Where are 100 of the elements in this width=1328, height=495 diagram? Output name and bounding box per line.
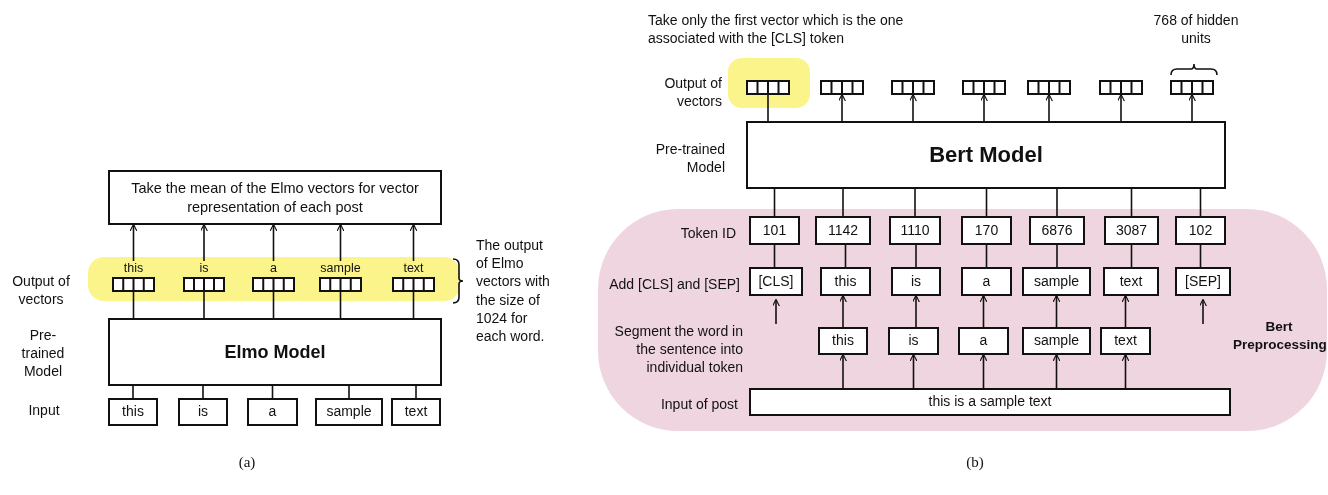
word-label: is <box>198 261 210 277</box>
token-box: this is a sample text <box>749 388 1231 416</box>
word-label: this <box>122 261 145 277</box>
token-box: [CLS] <box>749 267 803 296</box>
connector-line <box>132 385 134 399</box>
arrow <box>838 294 848 328</box>
connector-line <box>202 385 204 399</box>
token-id-box: 6876 <box>1029 216 1085 245</box>
annotation-text: Add [CLS] and [SEP] <box>608 275 740 294</box>
annotation-text: Input of post <box>659 395 738 414</box>
token-id-box: 1110 <box>889 216 941 245</box>
word-label: text <box>402 261 425 277</box>
token-box: a <box>958 327 1009 355</box>
connector-line <box>1130 188 1133 217</box>
connector-line <box>339 291 342 319</box>
annotation-text: The output of Elmo vectors with the size of 1024 for each word. <box>476 236 550 346</box>
token-box: is <box>891 267 941 296</box>
connector-line <box>1130 244 1133 268</box>
connector-line <box>271 385 274 399</box>
arrow <box>336 223 345 262</box>
token-id-box: 101 <box>749 216 800 245</box>
vector-icon <box>1170 80 1214 95</box>
arrow <box>908 93 918 122</box>
connector-line <box>132 291 135 319</box>
arrow <box>1044 93 1054 122</box>
connector-line <box>203 291 205 319</box>
region-title: Bert Preprocessing <box>1233 318 1325 355</box>
arrow <box>129 223 138 262</box>
arrow <box>409 223 418 262</box>
token-box: text <box>391 398 441 426</box>
vector-icon <box>891 80 935 95</box>
vector-icon <box>820 80 864 95</box>
connector-line <box>1056 188 1058 217</box>
connector-line <box>773 188 776 217</box>
arrow <box>1187 93 1197 122</box>
annotation-text: Segment the word in the sentence into individual token <box>613 322 743 377</box>
annotation-text: Token ID <box>679 224 736 243</box>
annotation-text: Take only the first vector which is the one associated with the [CLS] token <box>648 11 905 48</box>
token-box: this <box>820 267 871 296</box>
highlight-band <box>728 58 810 108</box>
panel-label: (a) <box>237 453 257 472</box>
connector-line <box>844 244 847 268</box>
token-box: [SEP] <box>1175 267 1231 296</box>
annotation-text: Output of vectors <box>663 74 722 111</box>
connector-line <box>985 188 988 217</box>
annotation-text: Output of vectors <box>11 272 71 309</box>
connector-line <box>348 385 350 399</box>
connector-line <box>915 244 917 268</box>
token-box: a <box>247 398 298 426</box>
token-box: text <box>1103 267 1159 296</box>
connector-line <box>415 385 417 399</box>
arrow <box>771 298 781 325</box>
token-id-box: 1142 <box>815 216 871 245</box>
highlight-band <box>88 257 460 301</box>
vector-icon <box>1027 80 1071 95</box>
annotation-text: Input <box>27 401 61 420</box>
vector-icon <box>962 80 1006 95</box>
token-id-box: 170 <box>961 216 1012 245</box>
token-box: sample <box>315 398 383 426</box>
token-box: this <box>108 398 158 426</box>
model-box: Bert Model <box>746 121 1226 189</box>
token-box: is <box>888 327 939 355</box>
vector-icon <box>1099 80 1143 95</box>
arrow <box>909 353 918 389</box>
token-box: text <box>1100 327 1151 355</box>
panel-label: (b) <box>965 453 985 472</box>
connector-line <box>767 94 769 122</box>
connector-line <box>773 244 776 268</box>
arrow <box>1052 353 1061 389</box>
token-box: a <box>961 267 1012 296</box>
token-box: sample <box>1022 267 1091 296</box>
annotation-text: Pre-trained Model <box>654 140 725 177</box>
annotation-text: 768 of hidden units <box>1152 11 1240 48</box>
arrow <box>838 353 848 389</box>
annotation-text: Pre-trained Model <box>20 326 66 381</box>
model-box: Elmo Model <box>108 318 442 386</box>
arrow <box>199 223 209 262</box>
preprocessing-region <box>598 209 1327 431</box>
connector-line <box>1199 188 1202 217</box>
connector-line <box>914 188 916 217</box>
arrow <box>911 294 921 328</box>
process-box: Take the mean of the Elmo vectors for vector representation of each post <box>108 170 442 225</box>
connector-line <box>985 244 988 268</box>
arrow <box>269 223 278 262</box>
token-id-box: 102 <box>1175 216 1226 245</box>
arrow <box>1121 353 1130 389</box>
connector-line <box>1056 244 1058 268</box>
connector-line <box>842 188 844 217</box>
connector-line <box>272 291 275 319</box>
arrow <box>1052 294 1061 328</box>
arrow <box>1121 294 1130 328</box>
vector-icon <box>746 80 790 95</box>
arrow <box>979 93 989 122</box>
connector-line <box>412 291 415 319</box>
token-box: sample <box>1022 327 1091 355</box>
arrow <box>837 93 847 122</box>
word-label: sample <box>319 261 362 277</box>
token-box: is <box>178 398 228 426</box>
token-id-box: 3087 <box>1104 216 1159 245</box>
arrow <box>1116 93 1126 122</box>
